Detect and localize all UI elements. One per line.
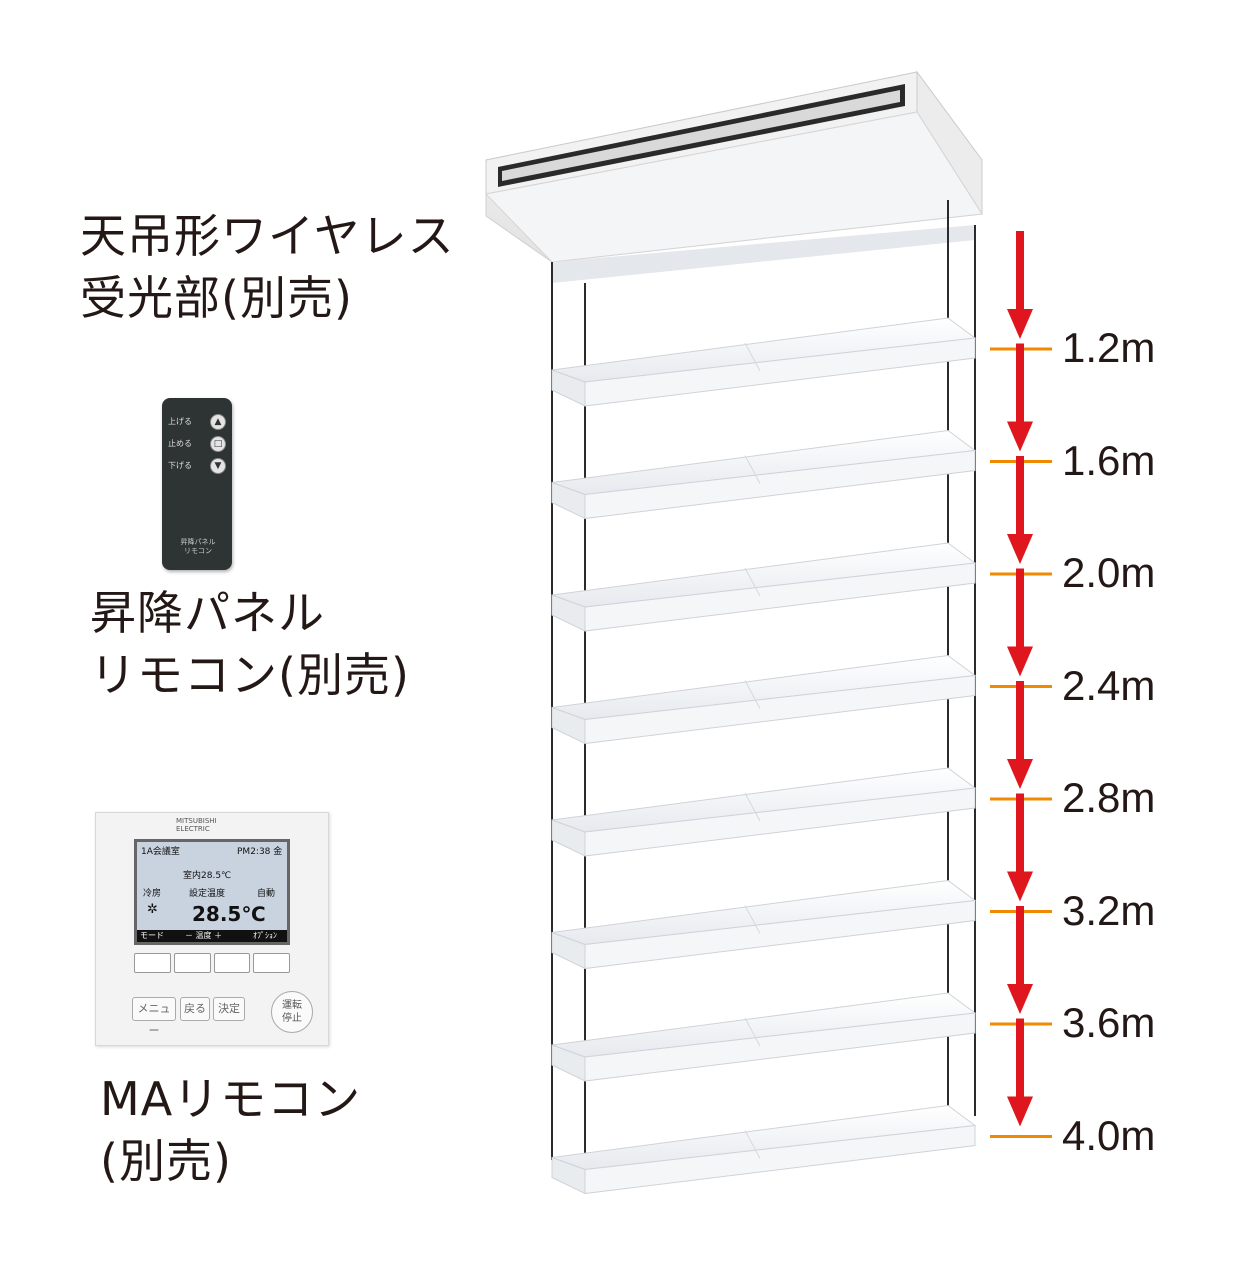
ma-remote-label-line1: MAリモコン [100, 1072, 362, 1126]
snowflake-icon: ✲ [147, 902, 158, 917]
grille-panel [551, 767, 977, 857]
stop-square-icon: □ [210, 436, 226, 452]
lift-remote-footer: 昇降パネル リモコン [180, 538, 216, 555]
descent-arrow [1007, 231, 1033, 339]
function-key [173, 953, 211, 973]
lift-remote-label: 昇降パネル リモコン(別売) [90, 582, 410, 706]
height-label: 3.6m [1062, 999, 1156, 1046]
grille-panel [551, 992, 977, 1082]
height-label: 1.6m [1062, 436, 1156, 484]
down-label: 下げる [168, 461, 192, 470]
grille-panel [551, 879, 977, 970]
grille-panel [551, 542, 977, 632]
lift-remote-label-line1: 昇降パネル [90, 586, 325, 640]
up-arrow-icon: ▲ [210, 414, 226, 430]
clock: PM2:38 金 [237, 847, 283, 857]
bar-temp: － 温度 ＋ [185, 931, 223, 940]
bar-mode: モード [140, 931, 164, 940]
ma-remote: MITSUBISHI ELECTRIC 1A会議室 PM2:38 金 室内28.… [95, 812, 329, 1046]
height-label: 4.0m [1062, 1111, 1156, 1159]
receiver-label: 天吊形ワイヤレス 受光部(別売) [80, 205, 455, 329]
stop-label: 停止 [282, 1013, 302, 1024]
bar-option: ｵﾌﾟｼｮﾝ [253, 931, 277, 940]
run-stop-button: 運転 停止 [271, 991, 313, 1033]
descent-arrows [990, 231, 1052, 1138]
function-key [134, 953, 171, 973]
brand-line1: MITSUBISHI [176, 817, 217, 825]
lift-remote-label-line2: リモコン(別売) [90, 648, 410, 702]
down-arrow-icon: ▼ [210, 458, 226, 474]
height-label: 2.4m [1062, 661, 1156, 709]
mode: 冷房 [143, 889, 162, 899]
function-keys [134, 953, 290, 973]
room-temp: 室内28.5℃ [183, 871, 232, 881]
height-label: 3.2m [1062, 886, 1156, 934]
ma-remote-label-line2: (別売) [100, 1134, 232, 1188]
ok-button: 決定 [213, 997, 245, 1021]
ma-remote-display: 1A会議室 PM2:38 金 室内28.5℃ 冷房 設定温度 自動 ✲ 28.5… [134, 839, 290, 945]
grille-panel [551, 317, 977, 407]
height-label: 1.2m [1062, 324, 1156, 371]
grille-panel [551, 1104, 977, 1195]
brand-line2: ELECTRIC [176, 825, 210, 833]
ceiling-unit [484, 70, 983, 283]
descent-arrow [1007, 568, 1033, 677]
height-label: 2.8m [1062, 774, 1156, 821]
run-label: 運転 [282, 1000, 302, 1011]
descent-arrow [1007, 456, 1033, 564]
function-key [253, 953, 290, 973]
height-label: 2.0m [1062, 549, 1156, 596]
descent-arrow [1007, 343, 1033, 452]
ma-remote-label: MAリモコン (別売) [100, 1068, 361, 1192]
back-button: 戻る [180, 997, 210, 1021]
descent-arrow [1007, 793, 1033, 902]
receiver-label-line2: 受光部(別売) [80, 271, 353, 325]
function-bar: モード － 温度 ＋ ｵﾌﾟｼｮﾝ [137, 930, 287, 942]
room-name: 1A会議室 [141, 847, 180, 857]
stop-label: 止める [168, 439, 192, 448]
receiver-label-line1: 天吊形ワイヤレス [80, 209, 455, 263]
mitsubishi-logo: MITSUBISHI ELECTRIC [176, 817, 217, 833]
lift-panel-remote: 上げる ▲ 止める □ 下げる ▼ 昇降パネル リモコン [162, 398, 232, 570]
grille-panel [551, 429, 977, 520]
descent-arrow [1007, 1018, 1033, 1127]
fan-mode: 自動 [257, 889, 276, 899]
up-label: 上げる [168, 417, 192, 426]
function-key [213, 953, 251, 973]
set-temp-label: 設定温度 [189, 889, 226, 899]
descent-arrow [1007, 906, 1033, 1014]
grille-panel [551, 654, 977, 745]
menu-button: メニュー [132, 997, 176, 1037]
set-temp: 28.5℃ [192, 902, 266, 926]
grille-panels [551, 317, 977, 1195]
descent-arrow [1007, 681, 1033, 789]
